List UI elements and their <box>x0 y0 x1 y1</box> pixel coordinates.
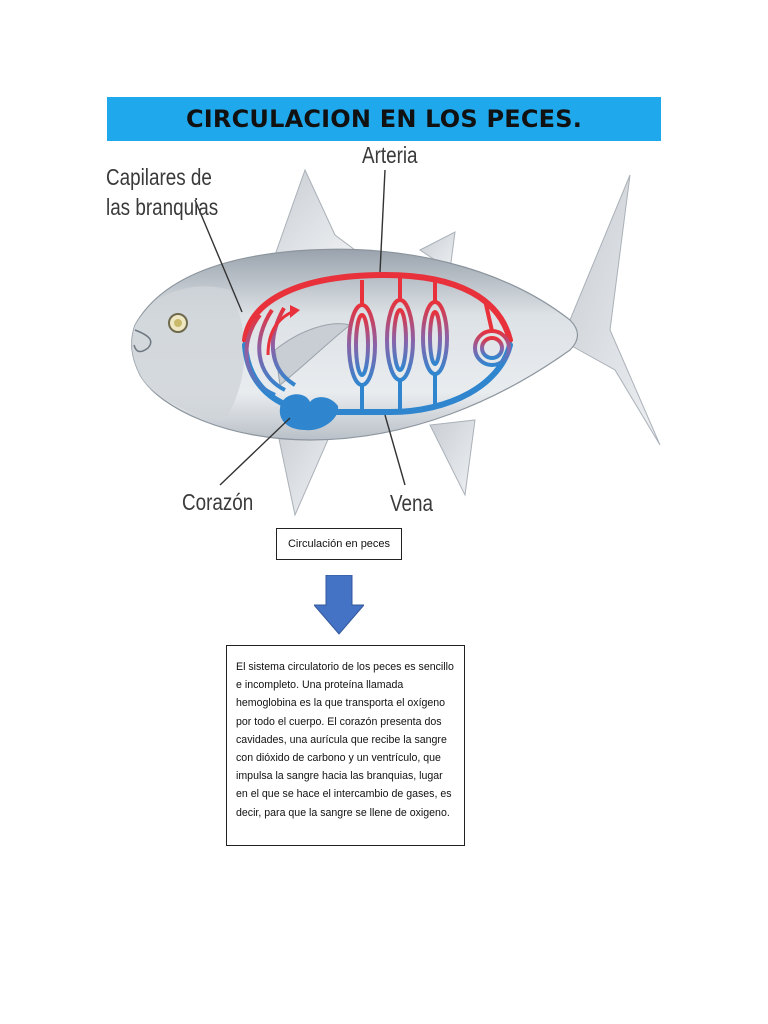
title-banner: CIRCULACION EN LOS PECES. <box>107 97 661 141</box>
tail-fin <box>570 175 660 445</box>
label-artery: Arteria <box>362 140 418 170</box>
fish-circulation-diagram: Capilares de las branquias Arteria Coraz… <box>100 140 680 530</box>
down-arrow-icon <box>314 575 364 635</box>
label-heart: Corazón <box>182 487 253 517</box>
label-vein: Vena <box>390 488 433 518</box>
flow-box: Circulación en peces <box>276 528 402 560</box>
description-text: El sistema circulatorio de los peces es … <box>236 658 455 822</box>
page-title: CIRCULACION EN LOS PECES. <box>186 105 582 133</box>
anal-fin <box>430 420 475 495</box>
label-gill-capillaries: Capilares de las branquias <box>106 162 218 222</box>
description-box: El sistema circulatorio de los peces es … <box>226 645 465 846</box>
label-gill-line1: Capilares de <box>106 162 218 192</box>
flow-box-label: Circulación en peces <box>288 538 390 550</box>
label-gill-line2: las branquias <box>106 192 218 222</box>
dorsal-fin <box>275 170 355 255</box>
